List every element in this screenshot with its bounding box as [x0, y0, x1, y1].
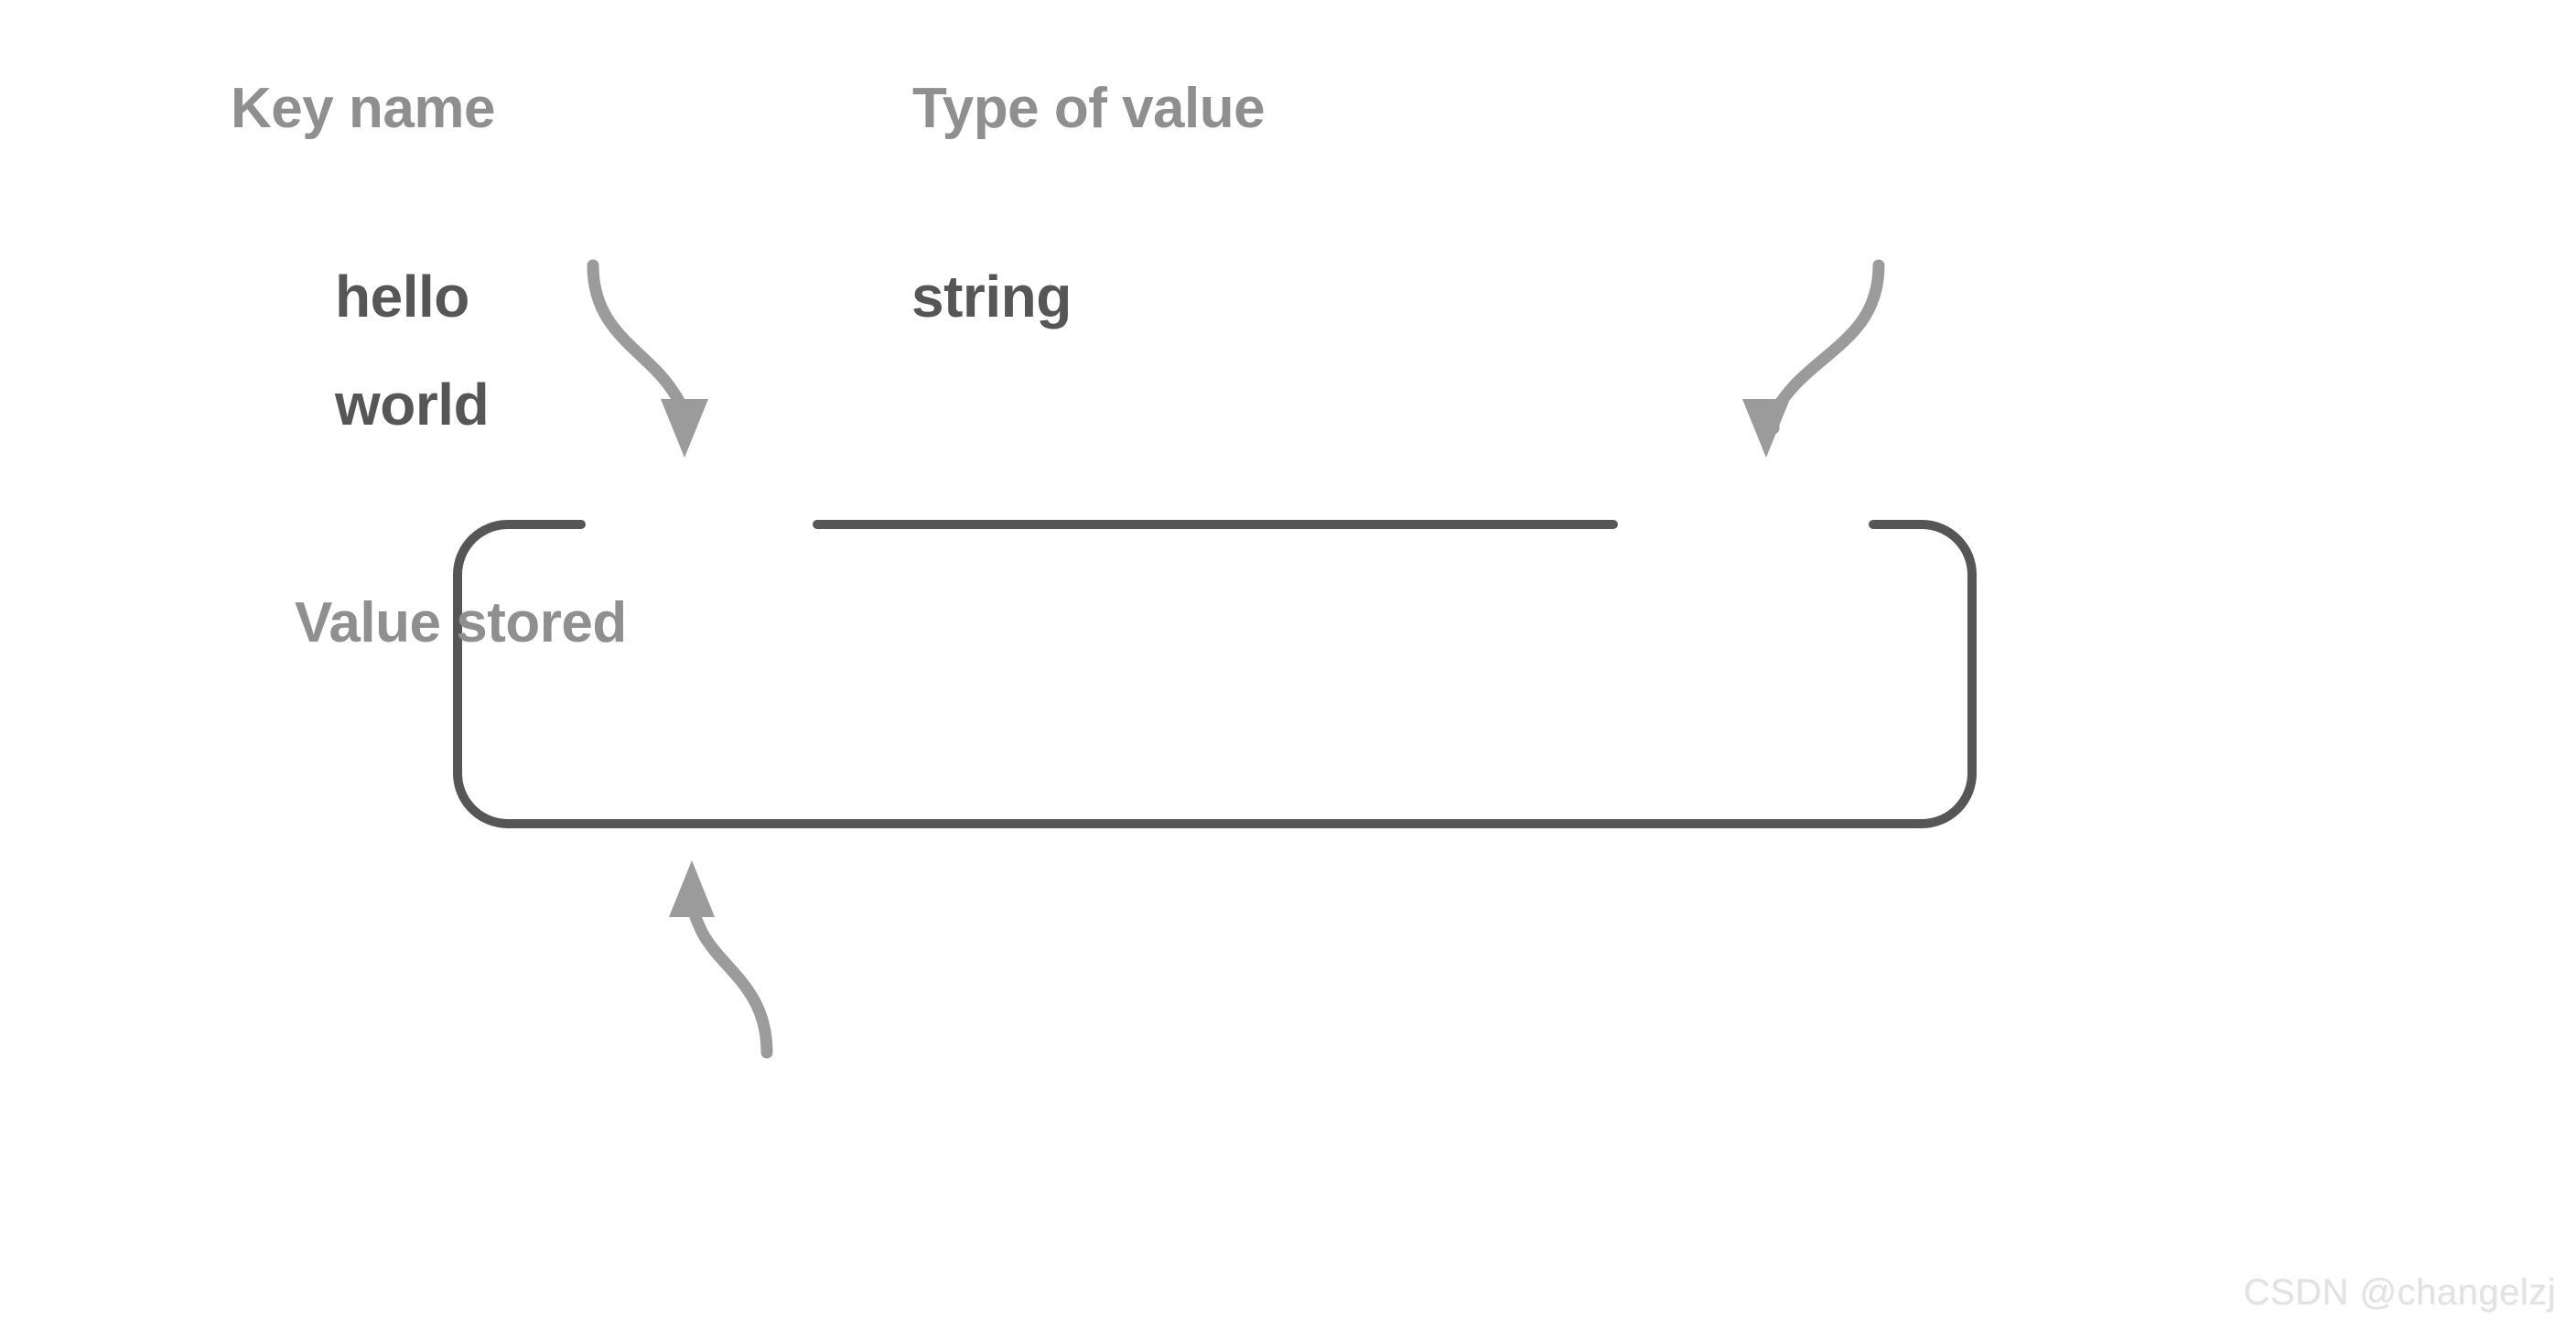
type-of-value-arrow: [1742, 259, 1885, 458]
key-name-arrow: [587, 259, 708, 458]
watermark-text: CSDN @changelzj: [2243, 1272, 2556, 1312]
entry-type-text: string: [899, 267, 1084, 326]
annotation-label-value-stored: Value stored: [295, 591, 627, 654]
entry-box-outline: [453, 520, 1977, 828]
entry-value-text: world: [335, 372, 490, 437]
annotation-label-key-name: Key name: [231, 77, 495, 140]
value-stored-arrow: [669, 860, 773, 1059]
entry-key-text: hello: [322, 267, 482, 326]
annotation-label-type-of-value: Type of value: [912, 77, 1266, 140]
